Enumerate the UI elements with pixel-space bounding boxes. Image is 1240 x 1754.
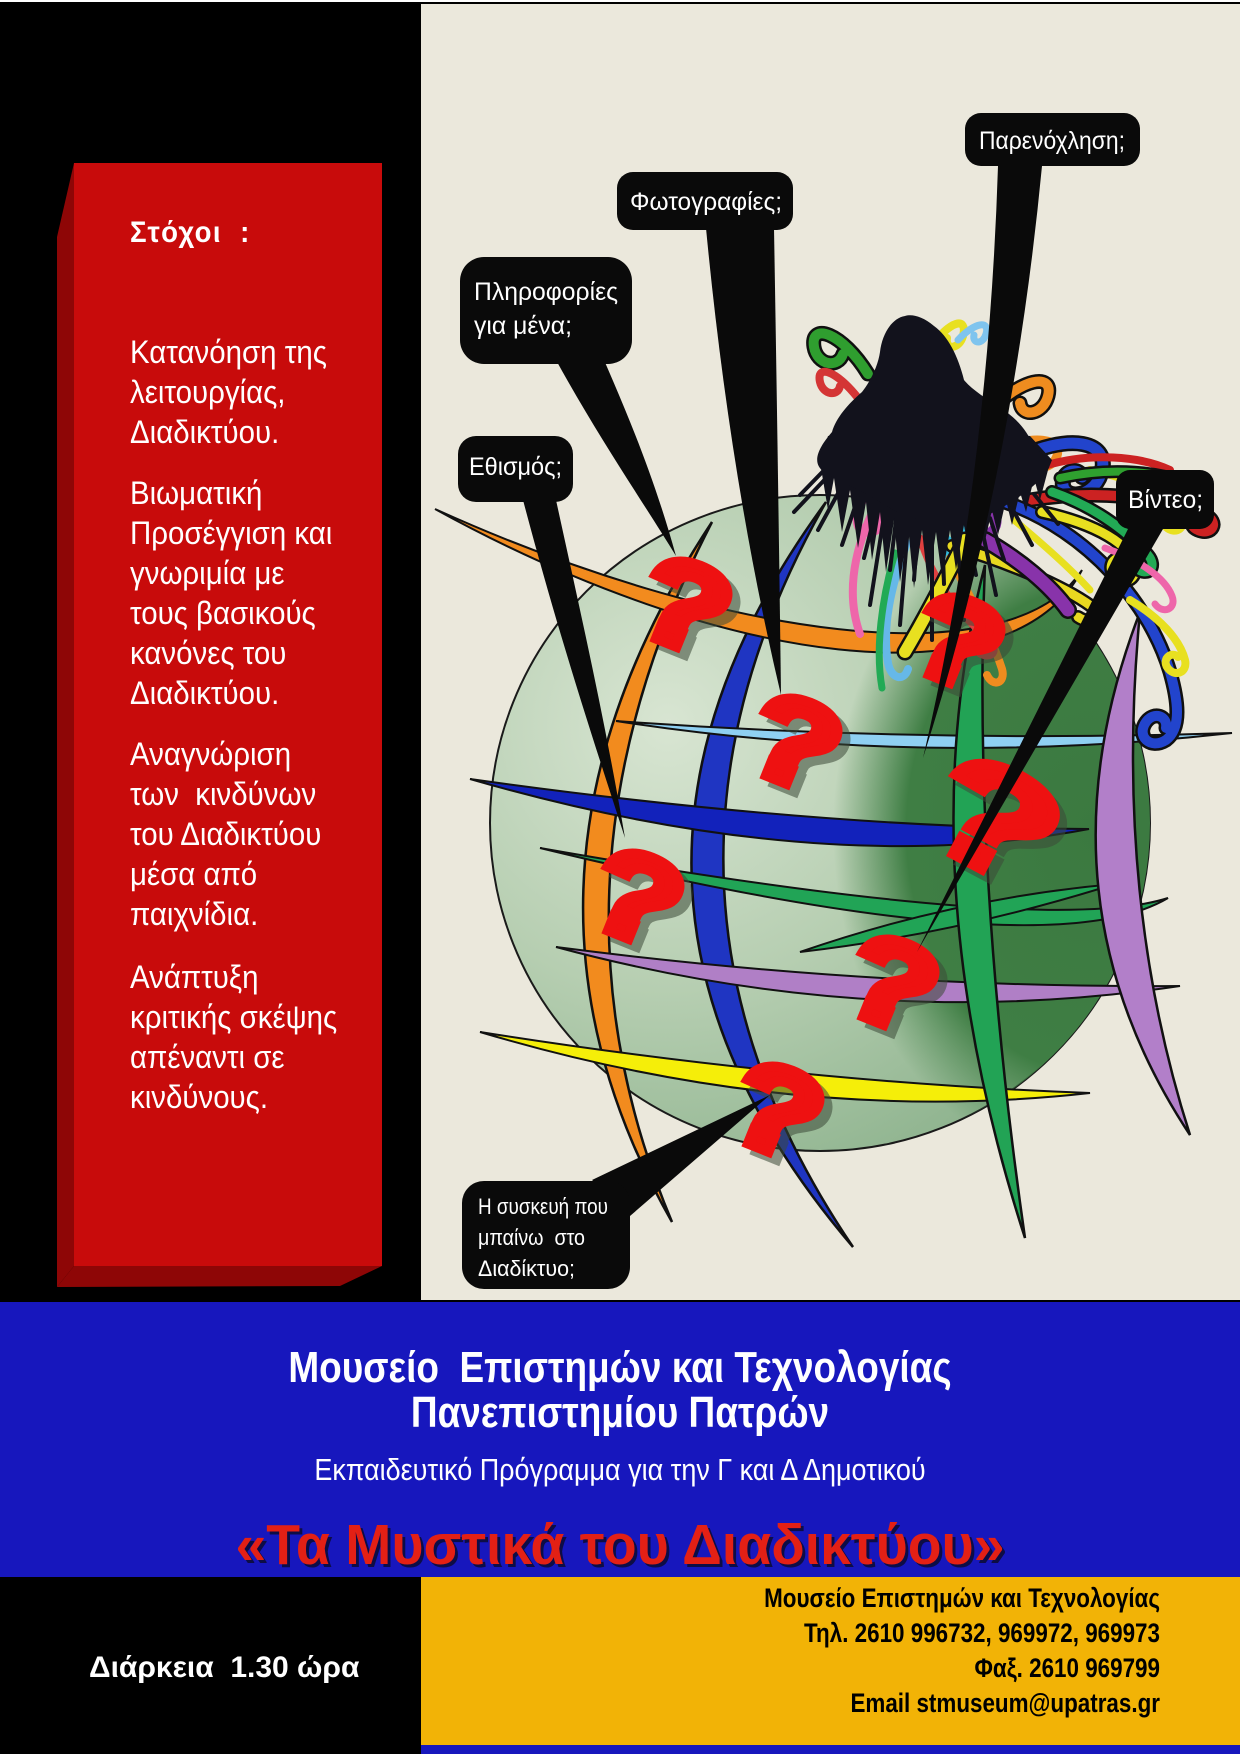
svg-text:Η συσκευή που: Η συσκευή που	[478, 1194, 608, 1219]
svg-text:Βίντεο;: Βίντεο;	[1128, 486, 1203, 514]
svg-text:Διαδίκτυο;: Διαδίκτυο;	[478, 1256, 575, 1281]
svg-text:Φωτογραφίες;: Φωτογραφίες;	[630, 188, 782, 216]
svg-text:Πληροφορίες: Πληροφορίες	[474, 278, 618, 306]
svg-text:μπαίνω στο: μπαίνω στο	[478, 1225, 585, 1250]
svg-text:Παρενόχληση;: Παρενόχληση;	[979, 127, 1125, 155]
svg-text:Εθισμός;: Εθισμός;	[469, 453, 562, 481]
svg-text:για μένα;: για μένα;	[474, 312, 572, 340]
